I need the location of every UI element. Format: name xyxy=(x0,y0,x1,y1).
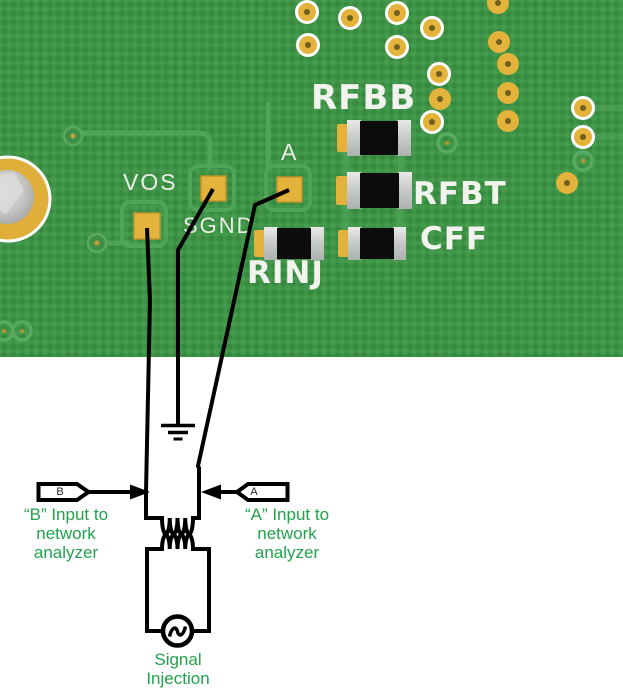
pcb-photo: RFBB RFBT CFF RINJ VOS SGND A xyxy=(0,0,623,357)
label-signal-line2: Injection xyxy=(146,669,210,688)
flag-b-letter: B xyxy=(56,486,64,498)
via-tented xyxy=(436,132,458,154)
trace-sgnd xyxy=(72,130,213,171)
silkscreen-label-rinj: RINJ xyxy=(247,255,324,291)
label-signal-injection: Signal Injection xyxy=(135,650,221,688)
ground-symbol-icon xyxy=(161,423,195,441)
vias-ringed xyxy=(295,0,595,149)
flag-a-icon xyxy=(233,482,290,502)
label-a-input-line1: “A” Input to xyxy=(244,505,330,524)
arrow-a-head-icon xyxy=(201,484,221,500)
silkscreen-label-rfbb: RFBB xyxy=(311,78,417,118)
flag-b-icon xyxy=(36,482,93,502)
label-a-input: “A” Input to network analyzer xyxy=(226,505,348,562)
trace-end-pads xyxy=(62,125,108,254)
silkscreen-label-cff: CFF xyxy=(420,221,489,257)
pcb-copper-layer xyxy=(0,0,595,342)
vias-tented xyxy=(0,132,594,342)
trace-ring-vos xyxy=(120,200,168,248)
arrow-b-head-icon xyxy=(130,484,150,500)
component-cff xyxy=(338,227,406,260)
label-b-input-line2: network analyzer xyxy=(33,524,99,562)
flag-a-letter: A xyxy=(250,486,258,498)
via-tented xyxy=(572,150,594,172)
label-b-input-line1: “B” Input to xyxy=(23,505,109,524)
silkscreen-label-rfbt: RFBT xyxy=(413,176,507,212)
trace-ring-a xyxy=(264,164,312,212)
component-rfbb xyxy=(337,120,411,156)
component-rfbt xyxy=(336,172,412,209)
vias-plain xyxy=(429,0,578,194)
pad-sgnd xyxy=(200,175,227,202)
trace-ring-sgnd xyxy=(188,164,236,212)
pad-a xyxy=(276,176,303,203)
silkscreen-label-vos: VOS xyxy=(123,169,178,195)
trace-component-links xyxy=(343,147,404,233)
ac-source-icon xyxy=(160,614,195,648)
smd-components xyxy=(254,120,412,260)
via xyxy=(487,0,509,14)
mounting-hole xyxy=(0,155,52,243)
sgnd-wire xyxy=(176,188,215,424)
label-signal-line1: Signal xyxy=(154,650,202,669)
label-a-input-line2: network analyzer xyxy=(254,524,320,562)
silkscreen-label-a: A xyxy=(281,139,299,165)
component-rinj xyxy=(254,227,324,260)
label-b-input: “B” Input to network analyzer xyxy=(6,505,126,562)
via-tented xyxy=(11,320,33,342)
transformer-secondary-loop xyxy=(145,533,211,633)
